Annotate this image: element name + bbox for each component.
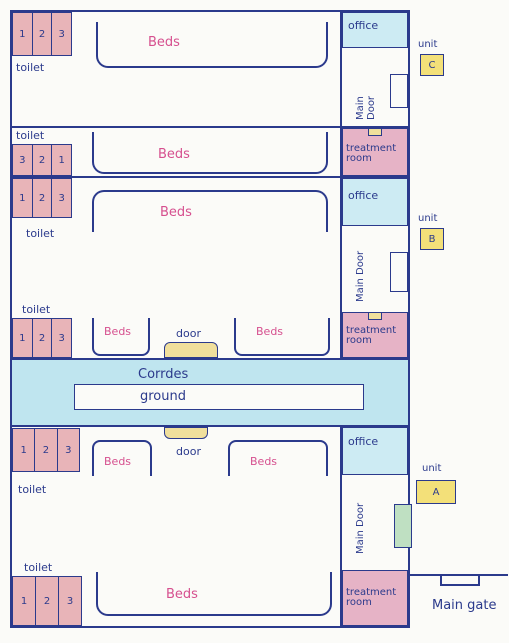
toilet-block-3: 1 2 3 [12,178,72,218]
door-upper [164,342,218,358]
toilet-stall-2: 2 [33,179,53,217]
ground-area [74,384,364,410]
office-label-2: office [348,189,379,202]
office-label-1: office [348,19,379,32]
toilet-block-4: 1 2 3 [12,318,72,358]
main-door-2 [390,252,408,292]
treatment-room-label-1: treatment room [346,143,397,164]
beds-label-1: Beds [148,35,180,50]
beds-label-3: Beds [160,205,192,220]
toilet-stall-2: 2 [33,13,53,55]
door-label-upper: door [176,327,201,340]
ground-label: ground [140,389,186,404]
unit-label-c: unit [418,39,438,50]
toilet-stall-3: 3 [58,28,65,40]
toilet-label-5: toilet [18,483,47,496]
beds-label-2: Beds [158,147,190,162]
beds-area-8 [96,572,332,616]
office-3 [342,427,408,475]
toilet-label-4: toilet [22,303,51,316]
beds-label-8: Beds [166,587,198,602]
door-label-lower: door [176,445,201,458]
beds-area-3 [92,190,328,232]
treatment-door-1 [368,128,382,136]
toilet-label-3: toilet [26,227,55,240]
toilet-label-1: toilet [16,61,45,74]
toilet-stall-1: 1 [13,13,33,55]
treatment-room-1 [342,128,408,176]
toilet-stall-3: 3 [58,192,65,204]
building-outline [10,10,410,628]
unit-label-a: unit [422,463,442,474]
unit-c-box: C [420,54,444,76]
main-door-label-3: Main Door [355,502,366,554]
divider-3 [10,358,410,360]
treatment-room-label-2: treatment room [346,325,397,346]
gate-opening [440,574,480,586]
beds-label-7: Beds [250,455,278,468]
toilet-label-6: toilet [24,561,53,574]
toilet-stall-3: 3 [58,332,65,344]
divider-2 [10,176,410,178]
treatment-room-label-3: treatment room [346,587,397,608]
toilet-stall-3: 3 [66,595,74,607]
divider-1 [10,126,410,128]
toilet-stall-1: 3 [13,145,33,175]
beds-area-6 [92,440,152,476]
toilet-label-2: toilet [16,129,45,142]
toilet-block-6: 1 2 3 [12,576,82,626]
unit-a-box: A [416,480,456,504]
treatment-room-3 [342,570,408,626]
unit-label-b: unit [418,213,438,224]
beds-area-5 [234,318,330,356]
toilet-block-5: 1 2 3 [12,428,80,472]
toilet-stall-2: 2 [33,319,53,357]
right-column-line [340,10,342,628]
toilet-stall-2: 2 [36,577,59,625]
beds-area-2 [92,132,328,174]
main-door-1 [390,74,408,108]
beds-area-7 [228,440,328,476]
toilet-stall-1: 1 [13,319,33,357]
divider-4 [10,425,410,427]
toilet-block-2: 3 2 1 [12,144,72,176]
beds-area-4 [92,318,150,356]
beds-area-1 [96,22,328,68]
toilet-stall-2: 2 [35,429,58,471]
toilet-stall-1: 1 [13,179,33,217]
beds-label-4: Beds [104,325,132,338]
toilet-stall-2: 2 [33,145,53,175]
main-door-3 [394,504,412,548]
office-2 [342,178,408,226]
gate-wall [410,574,508,576]
main-gate-label: Main gate [432,598,497,613]
toilet-stall-1: 1 [13,577,36,625]
unit-b-box: B [420,228,444,250]
door-lower [164,427,208,439]
toilet-block-1: 1 2 3 [12,12,72,56]
beds-label-5: Beds [256,325,284,338]
toilet-stall-3: 1 [58,154,65,166]
main-door-label-1: Main Door [355,95,377,120]
office-label-3: office [348,435,379,448]
main-door-label-2: Main Door [355,250,366,302]
toilet-stall-3: 3 [65,444,72,456]
beds-label-6: Beds [104,455,132,468]
treatment-door-2 [368,312,382,320]
corridor-label: Corrdes [138,367,189,382]
toilet-stall-1: 1 [13,429,36,471]
office-1 [342,12,408,48]
